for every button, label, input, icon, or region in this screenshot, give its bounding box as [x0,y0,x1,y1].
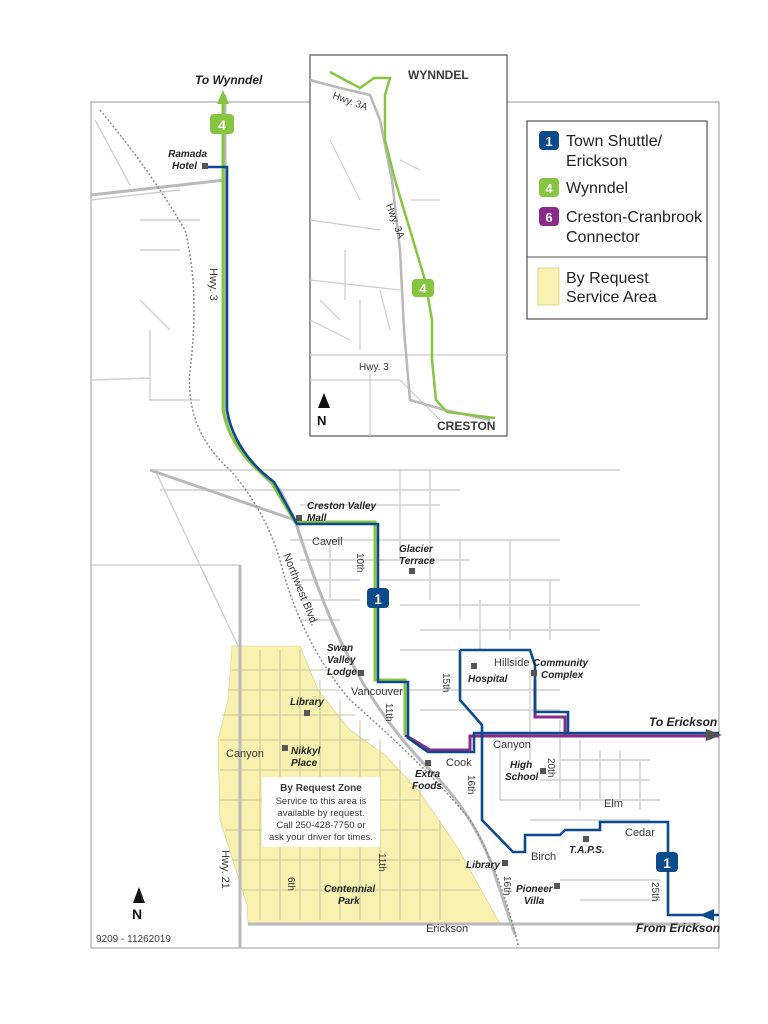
label-swan-3: Lodge [327,667,357,678]
label-birch: Birch [531,851,556,863]
label-library-west: Library [290,697,324,708]
label-to-wynndel: To Wynndel [195,73,263,87]
label-glacier-2: Terrace [399,556,435,567]
route-1-line [203,165,719,917]
label-library-east: Library [466,860,500,871]
place-markers [202,163,589,889]
inset-label-creston: CRESTON [437,419,495,433]
legend-item-route-6: 6 Creston-Cranbrook Connector [539,207,703,246]
svg-text:4: 4 [545,181,553,196]
svg-text:Town Shuttle/: Town Shuttle/ [566,133,663,150]
label-canyon-west: Canyon [226,748,264,760]
map-id-code: 9209 - 11262019 [96,934,171,945]
legend-item-route-4: 4 Wynndel [539,178,628,197]
label-high-1: High [510,760,532,771]
svg-text:Creston-Cranbrook: Creston-Cranbrook [566,209,703,226]
label-hwy21: Hwy. 21 [219,850,231,889]
label-glacier-1: Glacier [399,544,434,555]
request-zone-title: By Request Zone [280,783,362,794]
svg-text:6: 6 [545,210,552,225]
label-ramada-1: Ramada [168,149,207,160]
label-community-1: Community [533,658,588,669]
inset-route-4-line [329,70,496,420]
label-nikkyl-2: Place [291,758,318,769]
label-cedar: Cedar [625,827,655,839]
label-elm: Elm [604,798,623,810]
legend: 1 Town Shuttle/ Erickson 4 Wynndel 6 Cre… [526,120,708,320]
label-11th: 11th [383,703,394,722]
svg-text:N: N [317,413,326,428]
svg-text:1: 1 [545,134,552,149]
svg-text:By Request: By Request [566,270,649,287]
label-hospital: Hospital [468,674,508,685]
label-canyon-east: Canyon [493,739,531,751]
request-zone-line-1: Service to this area is [276,796,367,807]
route-1-badge-east: 1 [656,852,678,872]
label-vancouver: Vancouver [351,686,403,698]
label-erickson-street: Erickson [426,923,468,935]
inset-label-wynndel: WYNNDEL [408,68,469,82]
label-pioneer-1: Pioneer [516,884,554,895]
label-11th-south: 11th [376,853,387,872]
arrow-to-wynndel [217,90,229,104]
label-taps: T.A.P.S. [569,845,605,856]
svg-text:1: 1 [663,855,671,871]
label-cook: Cook [446,757,472,769]
request-zone-line-3: Call 250-428-7750 or [276,820,365,831]
label-community-2: Complex [541,670,584,681]
svg-text:1: 1 [374,591,382,607]
label-ramada-2: Hotel [172,161,197,172]
north-arrow-icon: N [132,887,145,922]
label-to-erickson: To Erickson [649,715,717,729]
svg-text:Service Area: Service Area [566,289,657,306]
inset-route-4-badge: 4 [419,281,427,296]
label-hwy3: Hwy. 3 [207,268,219,301]
label-mall-2: Mall [307,513,327,524]
inset-label-hwy3: Hwy. 3 [359,362,389,373]
label-16th-south: 16th [501,876,512,895]
svg-text:Erickson: Erickson [566,153,627,170]
inset-north-arrow-icon: N [317,393,330,428]
label-extra-2: Foods [412,781,442,792]
inset-map: WYNNDEL CRESTON Hwy. 3A Hwy. 3A Hwy. 3 4… [309,54,508,437]
request-zone-line-4: ask your driver for times. [269,832,373,843]
svg-text:Wynndel: Wynndel [566,180,628,197]
request-zone-info: By Request Zone Service to this area is … [262,777,380,847]
svg-text:Connector: Connector [566,229,640,246]
route-4-line [221,98,407,735]
label-10th: 10th [354,553,365,572]
legend-item-route-1: 1 Town Shuttle/ Erickson [539,131,663,170]
label-swan-2: Valley [327,655,356,666]
svg-text:4: 4 [218,117,226,133]
label-from-erickson: From Erickson [636,921,720,935]
label-centennial-1: Centennial [324,884,375,895]
label-hillside: Hillside [494,657,529,669]
label-centennial-2: Park [338,896,360,907]
label-mall-1: Creston Valley [307,501,377,512]
label-25th: 25th [649,882,660,901]
label-swan-1: Swan [327,643,353,654]
label-high-2: School [505,772,539,783]
arrow-from-erickson [700,909,714,921]
arrow-to-erickson [706,729,722,741]
route-4-badge-main: 4 [210,114,234,134]
label-15th: 15th [440,673,451,692]
label-nikkyl-1: Nikkyl [291,746,321,757]
label-16th: 16th [465,775,476,794]
svg-text:N: N [132,906,142,922]
legend-item-request-area: By Request Service Area [537,267,657,306]
label-20th: 20th [545,758,556,777]
route-1-badge-mid: 1 [367,588,389,608]
request-zone-line-2: available by request. [277,808,364,819]
label-extra-1: Extra [415,769,440,780]
label-cavell: Cavell [312,536,343,548]
label-6th: 6th [285,877,296,891]
label-pioneer-2: Villa [524,896,545,907]
